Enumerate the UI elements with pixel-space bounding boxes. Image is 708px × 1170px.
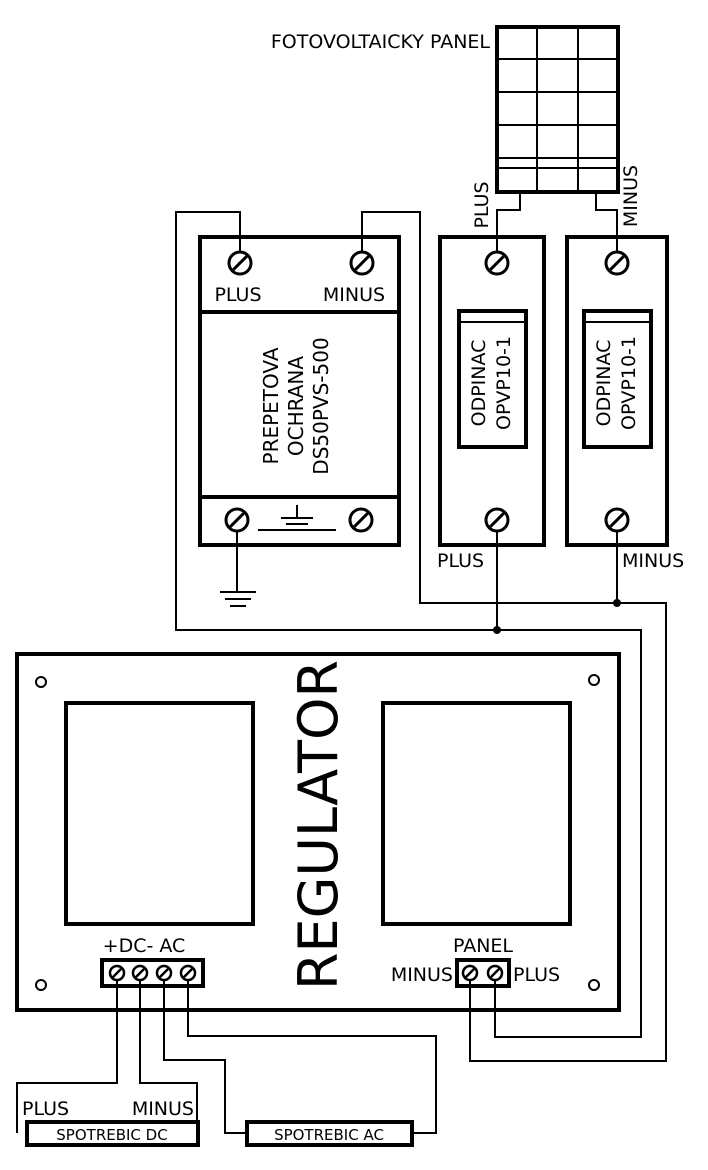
surge-minus-screw-icon [349, 250, 375, 276]
ac-terminal-screw-icon [179, 964, 197, 982]
disconnector-1-line1: ODPINAC [468, 340, 490, 427]
dc-ac-terminal-label: +DC- AC [103, 935, 186, 957]
regulator [15, 652, 621, 1012]
surge-earth-screw-icon [348, 507, 374, 533]
wire-dc-plus [16, 973, 118, 1133]
wire-panel-plus [496, 192, 521, 258]
pv-panel-minus-label: MINUS [620, 165, 642, 227]
ac-terminal-screw-icon [155, 964, 173, 982]
junction-dot-plus [493, 626, 501, 634]
wires [16, 192, 667, 1134]
surge-name-line2: OCHRANA [284, 356, 308, 456]
surge-minus-label: MINUS [323, 284, 385, 306]
panel-terminal-label: PANEL [453, 935, 513, 957]
wire-ac-1 [163, 973, 247, 1134]
disconnector-1-input-screw-icon [484, 250, 510, 276]
load-ac-label: SPOTREBIC AC [274, 1126, 384, 1144]
wire-dc-minus [139, 973, 198, 1133]
dc-minus-terminal-screw-icon [131, 964, 149, 982]
pv-panel-plus-label: PLUS [471, 181, 493, 228]
disconnector-2-out-label: MINUS [622, 550, 684, 572]
disconnector-2-output-screw-icon [604, 507, 630, 533]
surge-earth-screw-icon [224, 507, 250, 533]
earth-symbol [258, 505, 336, 531]
dc-ac-terminal-strip [100, 958, 205, 988]
panel-terminal-plus-label: PLUS [513, 964, 560, 986]
load-dc-label: SPOTREBIC DC [56, 1126, 167, 1144]
mounting-hole-icon [35, 676, 47, 688]
disconnector-1-output-screw-icon [484, 507, 510, 533]
load-ac [245, 1120, 414, 1147]
load-dc-minus-label: MINUS [132, 1098, 194, 1120]
pv-panel-label: FOTOVOLTAICKY PANEL [271, 31, 491, 53]
disconnector-2-line2: OPVP10-1 [618, 336, 640, 430]
disconnector-2-input-screw-icon [604, 250, 630, 276]
wire-ac-2 [187, 973, 437, 1134]
wire-panel-minus [595, 192, 618, 258]
disconnector-1 [438, 235, 546, 547]
surge-plus-label: PLUS [214, 284, 261, 306]
wire-surge-minus [361, 211, 617, 604]
surge-name-line3: DS50PVS-500 [309, 337, 333, 474]
mounting-hole-icon [588, 674, 600, 686]
wire-plus-to-regulator [494, 629, 642, 1038]
disconnector-1-line2: OPVP10-1 [493, 336, 515, 430]
regulator-title: REGULATOR [287, 660, 350, 990]
terminals [108, 250, 630, 982]
disconnector-2-line1: ODPINAC [593, 340, 615, 427]
wire-minus-to-regulator [469, 602, 667, 1062]
load-dc [25, 1120, 200, 1147]
panel-minus-terminal-screw-icon [461, 964, 479, 982]
panel-terminal-strip [455, 958, 511, 988]
load-dc-plus-label: PLUS [22, 1098, 69, 1120]
panel-terminal-minus-label: MINUS [391, 964, 453, 986]
mounting-hole-icon [588, 979, 600, 991]
surge-name-line1: PREPETOVA [259, 347, 283, 464]
junction-dot-minus [613, 599, 621, 607]
pv-panel [495, 25, 620, 194]
surge-plus-screw-icon [227, 250, 253, 276]
dc-plus-terminal-screw-icon [108, 964, 126, 982]
wire-surge-plus [175, 211, 497, 631]
disconnector-1-out-label: PLUS [437, 550, 484, 572]
disconnector-2 [565, 235, 669, 547]
panel-plus-terminal-screw-icon [486, 964, 504, 982]
mounting-hole-icon [35, 979, 47, 991]
surge-protector [198, 235, 401, 547]
